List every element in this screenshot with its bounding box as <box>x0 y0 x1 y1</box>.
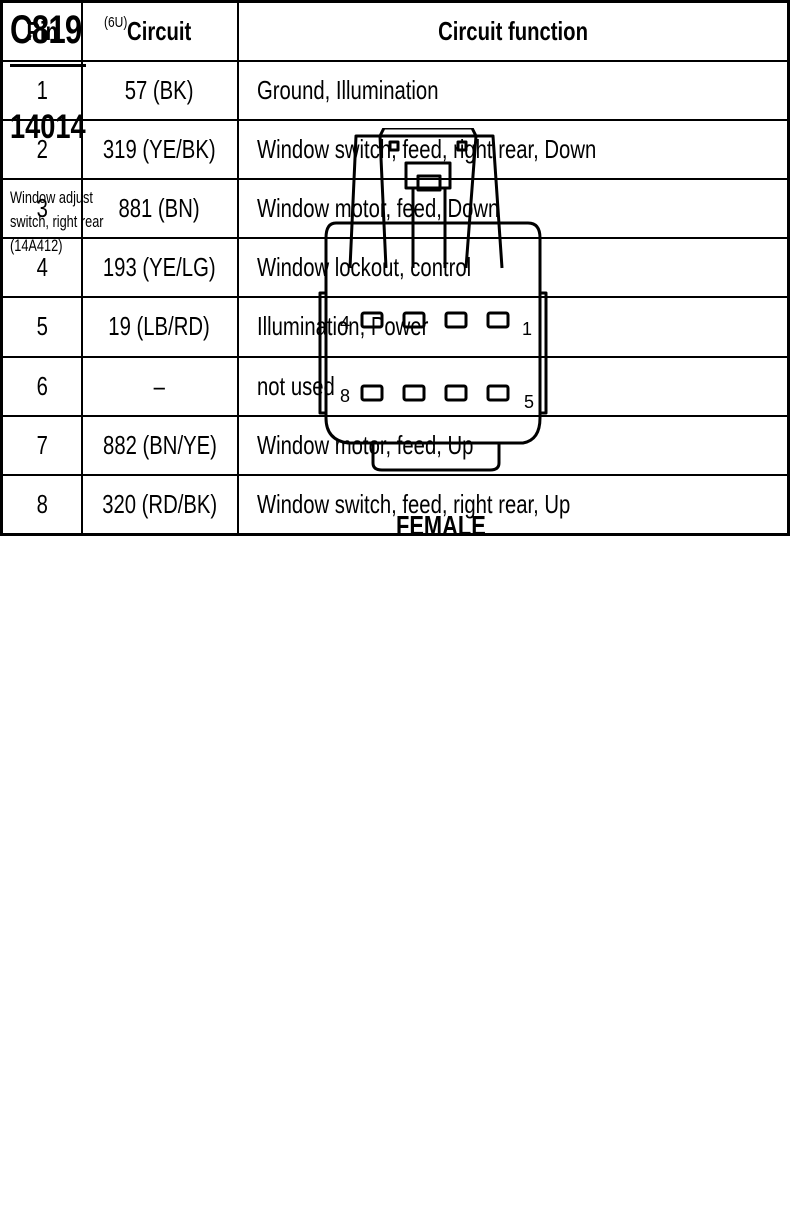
header-pin: Pin <box>0 0 83 62</box>
cell-circuit: 320 (RD/BK) <box>80 473 239 536</box>
pin-cavity-6 <box>444 384 468 402</box>
pin-cavity-8 <box>360 384 384 402</box>
cell-pin: 1 <box>0 59 83 122</box>
right-latch <box>464 134 504 269</box>
table-row: 5 19 (LB/RD) Illumination, Power <box>0 296 790 358</box>
cell-circuit: – <box>80 355 239 417</box>
table-row: 4 193 (YE/LG) Window lockout, control <box>0 237 790 299</box>
cell-circuit: 193 (YE/LG) <box>80 237 239 299</box>
component-description: Window adjust switch, right rear (14A412… <box>10 186 123 258</box>
pin-cavity-5 <box>486 384 510 402</box>
bottom-tab <box>371 443 501 472</box>
center-lock <box>404 161 452 190</box>
description-line: Window adjust <box>10 188 93 207</box>
center-lock-inner <box>416 174 442 192</box>
lock-slots <box>388 140 468 152</box>
cell-circuit: 57 (BK) <box>80 59 239 122</box>
pin-label-bottom-right: 5 <box>524 392 534 412</box>
pin-label-top-left: 4 <box>340 313 350 333</box>
table-row: 8 320 (RD/BK) Window switch, feed, right… <box>0 473 790 536</box>
table-header-row: Pin Circuit Circuit function <box>0 0 790 62</box>
title-underline <box>10 64 86 67</box>
description-line: (14A412) <box>10 236 63 255</box>
cell-function: Window switch, feed, right rear, Up <box>236 473 790 536</box>
header-circuit: Circuit <box>80 0 239 62</box>
cell-pin: 5 <box>0 296 83 358</box>
connector-id: C819 <box>10 8 82 52</box>
cell-pin: 8 <box>0 473 83 536</box>
pin-cavity-3 <box>402 311 426 329</box>
cell-pin: 6 <box>0 355 83 417</box>
right-flange <box>540 291 548 415</box>
pin-cavity-2 <box>444 311 468 329</box>
cell-circuit: 19 (LB/RD) <box>80 296 239 358</box>
pin-cavity-1 <box>486 311 510 329</box>
cell-circuit: 882 (BN/YE) <box>80 414 239 476</box>
header-function: Circuit function <box>236 0 790 62</box>
cell-circuit: 319 (YE/BK) <box>80 119 239 181</box>
cell-function: Window lockout, control <box>236 237 790 299</box>
pin-label-bottom-left: 8 <box>340 386 350 406</box>
connector-housing <box>324 221 542 445</box>
table-row: 6 – not used <box>0 355 790 417</box>
cell-pin: 2 <box>0 119 83 181</box>
cell-pin: 3 <box>0 178 83 240</box>
cell-function: Ground, Illumination <box>236 59 790 122</box>
description-line: switch, right rear <box>10 212 104 231</box>
table-row: 1 57 (BK) Ground, Illumination <box>0 59 790 122</box>
top-frame <box>378 128 478 138</box>
cell-function: Window motor, feed, Up <box>236 414 790 476</box>
pin-cavity-7 <box>402 384 426 402</box>
left-flange <box>318 291 326 415</box>
part-number: 14014 <box>10 108 86 146</box>
table-row: 7 882 (BN/YE) Window motor, feed, Up <box>0 414 790 476</box>
cell-pin: 7 <box>0 414 83 476</box>
connector-code: (6U) <box>104 14 128 31</box>
table-row: 2 319 (YE/BK) Window switch, feed, right… <box>0 119 790 181</box>
lock-stem <box>411 188 447 268</box>
pin-cavity-4 <box>360 311 384 329</box>
cell-circuit: 881 (BN) <box>80 178 239 240</box>
pin-circuit-table: Pin Circuit Circuit function 1 57 (BK) G… <box>0 0 790 536</box>
cell-function: not used <box>236 355 790 417</box>
connector-face-diagram: 4 1 8 5 <box>318 128 548 472</box>
cell-pin: 4 <box>0 237 83 299</box>
pin-label-top-right: 1 <box>522 319 532 339</box>
connector-gender-label: FEMALE <box>396 510 486 541</box>
cell-function: Window switch, feed, right rear, Down <box>236 119 790 181</box>
cell-function: Illumination, Power <box>236 296 790 358</box>
left-latch <box>348 134 388 269</box>
